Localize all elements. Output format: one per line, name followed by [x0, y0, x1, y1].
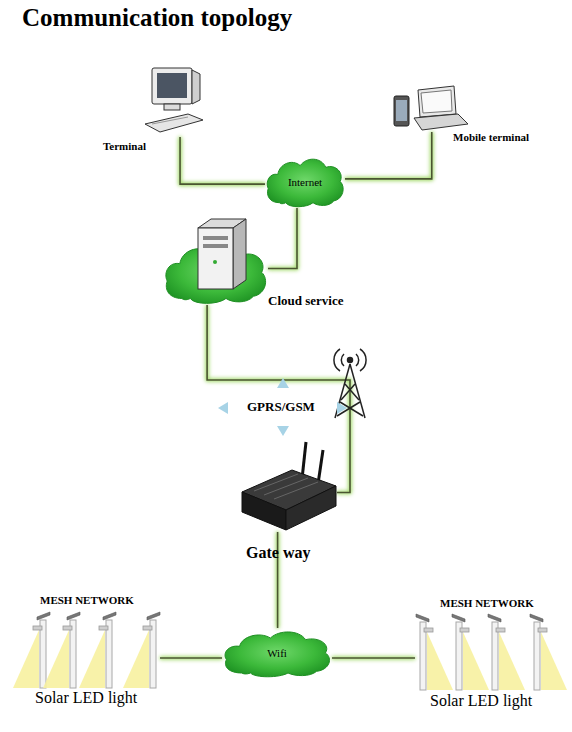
signal-wave	[360, 349, 366, 371]
phone-body	[394, 96, 409, 126]
signal-arrows	[218, 378, 347, 436]
laptop-screen	[421, 90, 452, 113]
solar-lamp	[530, 614, 567, 690]
group-heading: MESH NETWORK	[440, 597, 534, 610]
cloud-service: Cloud service	[163, 218, 268, 305]
cloud-shape	[163, 218, 268, 305]
gateway-node: Gate way	[238, 440, 337, 532]
keyboard	[145, 114, 203, 132]
solar-lamp	[13, 612, 50, 688]
signal-wave	[334, 349, 340, 371]
connector-line	[345, 132, 432, 179]
signal-arrow	[218, 402, 228, 414]
cloud-label: Internet	[265, 175, 345, 188]
solar-lamp	[43, 612, 80, 688]
router-front	[242, 492, 286, 530]
signal-wave	[356, 354, 359, 366]
computer-icon	[145, 68, 203, 132]
mesh-group: MESH NETWORK Solar LED light	[415, 595, 565, 717]
tower-antenna	[348, 358, 353, 363]
diagram-title: Communication topology	[22, 4, 292, 32]
laptop-base	[414, 114, 468, 130]
connector-line	[160, 657, 222, 659]
connector-line	[180, 137, 265, 184]
edge-label: GPRS/GSM	[247, 399, 315, 415]
router-antenna	[302, 442, 306, 479]
mobile-node: Mobile terminal	[390, 85, 462, 132]
group-label: Solar LED light	[35, 689, 137, 707]
solar-lamp	[416, 614, 453, 690]
signal-arrow	[337, 402, 347, 414]
laptop-lid	[418, 86, 456, 117]
group-label: Solar LED light	[430, 692, 532, 710]
device-label: Mobile terminal	[453, 131, 529, 144]
lamp-group	[416, 614, 567, 690]
solar-lamp	[123, 612, 160, 688]
cloud-outline	[166, 245, 266, 303]
tower-brace	[337, 402, 360, 416]
tower-brace	[340, 402, 363, 416]
connector-line	[207, 305, 350, 492]
solar-lamp	[452, 614, 489, 690]
router-antenna	[318, 450, 323, 484]
server-drive	[203, 236, 228, 240]
mesh-group: MESH NETWORK Solar LED light	[28, 592, 160, 714]
router-rib	[274, 482, 318, 499]
monitor-stand	[164, 104, 180, 110]
solar-lamp	[79, 612, 116, 688]
tower-leg	[350, 364, 365, 418]
terminal-node: Terminal	[143, 65, 200, 137]
phone-screen	[396, 100, 407, 121]
tower-brace	[341, 384, 355, 400]
keyboard-keys	[152, 117, 188, 124]
internet-cloud: Internet	[265, 155, 345, 208]
wifi-cloud: Wifi	[222, 628, 332, 678]
tower-brace	[345, 384, 359, 400]
server-top	[198, 219, 246, 228]
solar-lamp	[488, 614, 525, 690]
service-label: Cloud service	[268, 294, 343, 309]
signal-arrow	[277, 426, 289, 436]
lamp-group	[13, 612, 160, 688]
monitor-body	[152, 68, 192, 104]
connector-line	[268, 208, 297, 268]
mobile-icon	[394, 86, 468, 130]
monitor-side	[192, 70, 200, 104]
device-label: Terminal	[103, 140, 146, 153]
router-rib	[254, 474, 298, 491]
router-top	[242, 470, 336, 510]
connector-line	[277, 532, 279, 628]
gateway-label: Gate way	[246, 544, 310, 562]
signal-wave	[341, 354, 344, 366]
router-side	[286, 486, 336, 530]
monitor-screen	[157, 73, 187, 98]
cloud-label: Wifi	[222, 647, 332, 660]
router-icon	[242, 442, 336, 530]
group-heading: MESH NETWORK	[40, 594, 134, 607]
tower-leg	[335, 364, 350, 418]
connector-line	[332, 657, 415, 659]
router-rib	[264, 478, 308, 495]
